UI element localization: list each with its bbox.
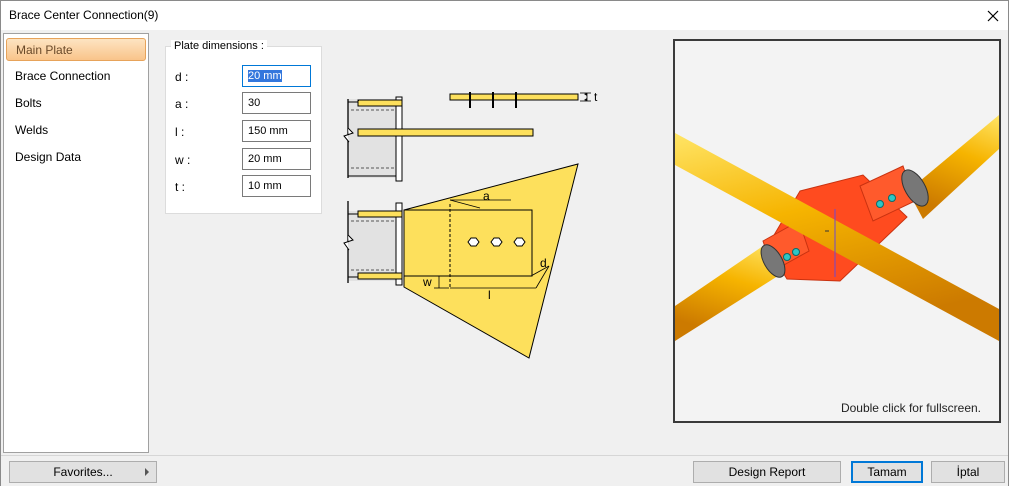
t-input-value: 10 mm <box>248 180 282 192</box>
3d-preview[interactable]: Double click for fullscreen. <box>673 39 1001 423</box>
top-view <box>343 92 591 182</box>
plate-dimension-diagram: t <box>343 90 598 359</box>
arrow-right-icon <box>145 468 149 476</box>
dim-label-t: t <box>594 90 598 104</box>
design-report-button[interactable]: Design Report <box>693 461 841 483</box>
cancel-label: İptal <box>956 465 980 479</box>
front-view <box>343 163 579 359</box>
l-input-value: 150 mm <box>248 125 288 137</box>
w-input[interactable]: 20 mm <box>242 148 311 170</box>
brace-lower-left <box>675 246 781 341</box>
field-label-w: w : <box>175 153 191 167</box>
field-label-l: l : <box>175 125 185 139</box>
window-title: Brace Center Connection(9) <box>9 8 159 22</box>
a-input-value: 30 <box>248 97 261 109</box>
d-input-value: 20 mm <box>248 70 282 82</box>
sidebar-item-design-data[interactable]: Design Data <box>15 150 82 164</box>
brace-connection-3d-render <box>675 115 999 341</box>
dialog-body: Main Plate Brace Connection Bolts Welds … <box>1 30 1008 455</box>
dim-label-l: l <box>488 288 491 302</box>
sidebar-item-main-plate[interactable]: Main Plate <box>6 38 146 61</box>
brace-plate-top-view <box>449 93 579 101</box>
sidebar-item-welds[interactable]: Welds <box>15 123 49 137</box>
l-input[interactable]: 150 mm <box>242 120 311 142</box>
favorites-button[interactable]: Favorites... <box>9 461 157 483</box>
close-icon <box>987 10 999 21</box>
brace-continuous <box>675 133 999 341</box>
dim-label-w: w <box>422 275 432 289</box>
plate-dimensions-title: Plate dimensions : <box>171 40 267 52</box>
dim-label-a: a <box>483 189 490 203</box>
sidebar-item-brace-connection[interactable]: Brace Connection <box>15 69 111 83</box>
a-input[interactable]: 30 <box>242 92 311 114</box>
close-button[interactable] <box>978 1 1008 30</box>
field-label-d: d : <box>175 70 189 84</box>
dim-label-d: d <box>540 256 547 270</box>
title-bar: Brace Center Connection(9) <box>1 1 1008 30</box>
design-report-label: Design Report <box>728 465 806 479</box>
favorites-label: Favorites... <box>53 465 113 479</box>
dialog-footer: Favorites... Design Report Tamam İptal <box>1 455 1008 486</box>
sidebar-item-bolts[interactable]: Bolts <box>15 96 42 110</box>
brace-upper-right <box>908 115 999 219</box>
sidebar: Main Plate Brace Connection Bolts Welds … <box>3 33 149 453</box>
w-input-value: 20 mm <box>248 153 282 165</box>
ok-button[interactable]: Tamam <box>851 461 923 483</box>
ok-label: Tamam <box>867 465 907 479</box>
field-label-t: t : <box>175 180 186 194</box>
t-input[interactable]: 10 mm <box>242 175 311 197</box>
field-label-a: a : <box>175 97 189 111</box>
d-input[interactable]: 20 mm <box>242 65 311 87</box>
fullscreen-hint: Double click for fullscreen. <box>840 401 981 415</box>
cancel-button[interactable]: İptal <box>931 461 1005 483</box>
endplate-top <box>357 99 403 107</box>
column-section-top <box>348 99 400 178</box>
brace-plate-front-view <box>403 209 533 277</box>
main-plate-top-view <box>357 128 534 137</box>
